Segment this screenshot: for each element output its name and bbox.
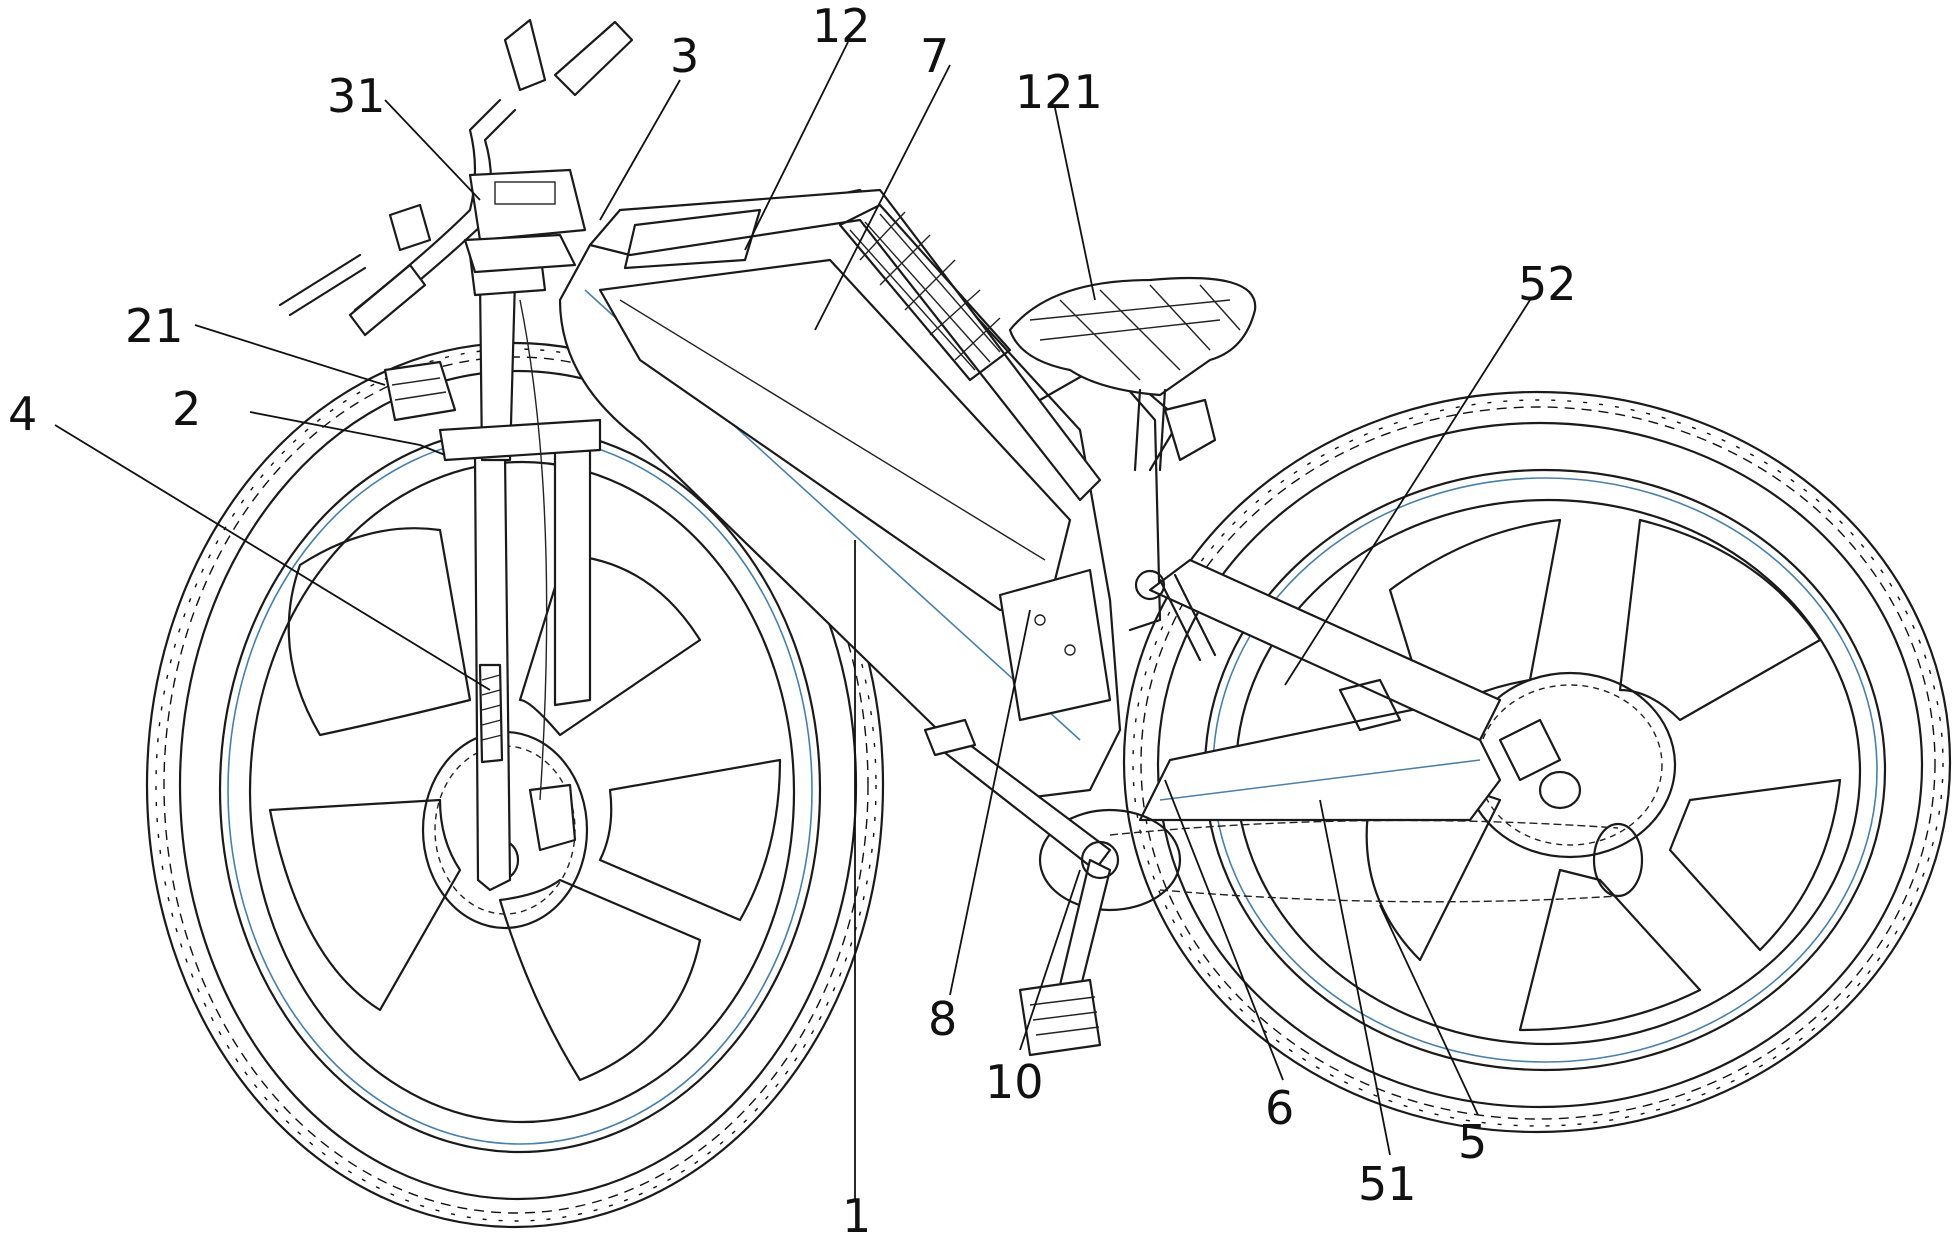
grip-left bbox=[350, 265, 425, 335]
label-5: 5 bbox=[1458, 1115, 1487, 1169]
label-1: 1 bbox=[842, 1189, 871, 1243]
crank-arm-lower bbox=[1060, 860, 1110, 990]
leader-31 bbox=[385, 100, 480, 200]
headlight bbox=[385, 362, 455, 420]
brake-lever-right bbox=[505, 20, 545, 90]
label-4: 4 bbox=[8, 387, 37, 441]
label-121: 121 bbox=[1015, 65, 1103, 119]
saddle bbox=[1010, 278, 1255, 395]
seat-clamp-light bbox=[1165, 400, 1215, 460]
leader-6 bbox=[1165, 780, 1283, 1080]
front-rim-outer bbox=[220, 428, 820, 1152]
front-rim-blue bbox=[228, 436, 812, 1144]
fork-leg-right bbox=[555, 430, 590, 705]
front-rim-inner bbox=[250, 462, 794, 1122]
chain-bottom bbox=[1160, 890, 1618, 902]
label-3: 3 bbox=[670, 29, 699, 83]
brake-lever-left bbox=[280, 255, 365, 315]
label-12: 12 bbox=[812, 0, 871, 53]
leader-3 bbox=[600, 80, 680, 220]
seatstay bbox=[1150, 560, 1500, 740]
front-spoke-window-5 bbox=[600, 760, 780, 920]
leader-121 bbox=[1055, 108, 1095, 300]
swingarm bbox=[1136, 560, 1560, 820]
label-2: 2 bbox=[172, 382, 201, 436]
leader-51 bbox=[1320, 800, 1390, 1155]
rear-caliper bbox=[1500, 720, 1560, 780]
grip-right bbox=[555, 22, 632, 95]
rear-hub-motor-ring bbox=[1478, 685, 1662, 845]
leader-2 bbox=[250, 412, 445, 455]
label-21: 21 bbox=[125, 299, 184, 353]
display-unit bbox=[470, 170, 585, 240]
label-31: 31 bbox=[327, 69, 386, 123]
label-8: 8 bbox=[928, 992, 957, 1046]
frame bbox=[560, 190, 1180, 800]
label-7: 7 bbox=[920, 29, 949, 83]
label-52: 52 bbox=[1518, 257, 1577, 311]
stem bbox=[465, 235, 575, 272]
front-caliper bbox=[530, 785, 575, 850]
leader-52 bbox=[1285, 300, 1530, 685]
shifter bbox=[390, 205, 430, 250]
rear-spoke-window-2 bbox=[1620, 520, 1820, 720]
front-spoke-window-4 bbox=[500, 880, 700, 1080]
controller-box bbox=[1000, 570, 1110, 720]
rear-cassette bbox=[1594, 824, 1642, 896]
label-51: 51 bbox=[1358, 1157, 1417, 1211]
label-6: 6 bbox=[1265, 1081, 1294, 1135]
front-spoke-window-1 bbox=[289, 528, 470, 735]
label-10: 10 bbox=[985, 1055, 1044, 1109]
brake-cable bbox=[520, 300, 547, 800]
pedal-lower bbox=[1020, 980, 1100, 1055]
rear-spoke-window-3 bbox=[1670, 780, 1840, 950]
leader-21 bbox=[195, 325, 385, 385]
rear-hub bbox=[1540, 772, 1580, 808]
